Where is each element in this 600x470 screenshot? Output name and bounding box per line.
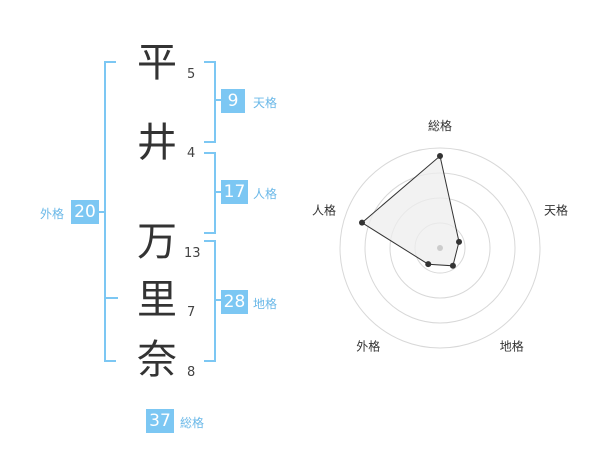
tenkaku-value-badge: 9 — [221, 89, 245, 113]
stroke-count-1: 5 — [187, 67, 196, 82]
chikaku-value-badge: 28 — [221, 290, 248, 314]
gaikaku-mid-tick — [106, 297, 118, 299]
stroke-count-4: 7 — [187, 305, 196, 320]
name-char-1: 平 — [137, 40, 177, 86]
radar-axis-label-4: 外格 — [356, 339, 380, 354]
radar-point-3 — [449, 262, 456, 269]
radar-axis-label-1: 総格 — [428, 118, 452, 133]
gaikaku-connector — [98, 211, 106, 213]
jinkaku-bracket — [204, 152, 216, 234]
name-char-5: 奈 — [137, 337, 177, 383]
name-char-4: 里 — [137, 277, 177, 323]
stroke-count-2: 4 — [187, 146, 196, 161]
tenkaku-connector — [214, 99, 222, 101]
radar-axis-label-5: 人格 — [312, 202, 336, 217]
jinkaku-value-badge: 17 — [221, 180, 248, 204]
stroke-count-5: 8 — [187, 365, 196, 380]
soukaku-label: 総格 — [180, 416, 205, 430]
chikaku-label: 地格 — [253, 297, 278, 311]
tenkaku-bracket — [204, 61, 216, 143]
chikaku-connector — [214, 299, 222, 301]
gaikaku-label: 外格 — [40, 207, 65, 221]
radar-point-1 — [437, 153, 443, 159]
chikaku-bracket — [204, 240, 216, 362]
radar-area — [361, 155, 460, 267]
jinkaku-label: 人格 — [253, 187, 278, 201]
stroke-count-3: 13 — [184, 246, 201, 261]
radar-axis-label-3: 地格 — [500, 339, 524, 354]
radar-point-4 — [425, 261, 432, 268]
gaikaku-value-badge: 20 — [71, 200, 99, 224]
radar-center — [437, 245, 443, 251]
radar-ring — [339, 147, 541, 349]
jinkaku-connector — [214, 191, 222, 193]
radar-axis-label-2: 天格 — [544, 202, 568, 217]
radar-point-5 — [359, 219, 366, 226]
tenkaku-label: 天格 — [253, 96, 278, 110]
soukaku-value-badge: 37 — [146, 409, 174, 433]
radar-point-2 — [456, 238, 463, 245]
name-char-3: 万 — [137, 219, 177, 265]
name-char-2: 井 — [137, 120, 177, 166]
